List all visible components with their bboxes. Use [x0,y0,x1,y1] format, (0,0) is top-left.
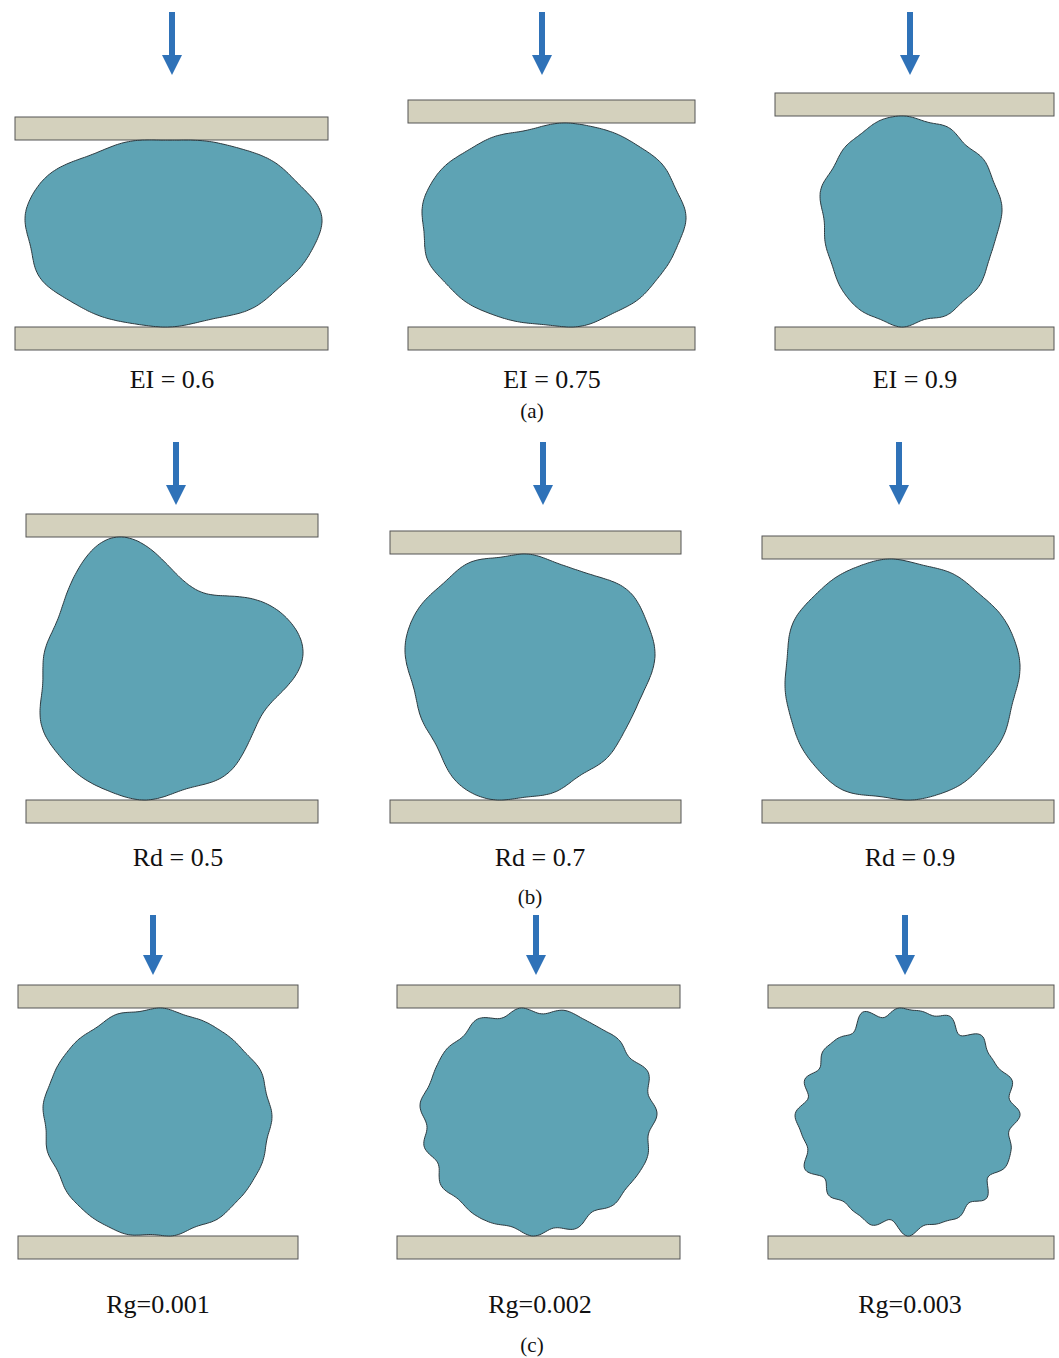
bottom-plate [390,800,681,823]
parameter-label: Rd = 0.5 [133,841,224,875]
bottom-plate [397,1236,680,1259]
bottom-plate [762,800,1054,823]
parameter-label: Rg=0.002 [488,1288,592,1322]
compression-panel [397,915,680,1259]
parameter-label: Rd = 0.7 [495,841,586,875]
load-arrow-head [533,485,553,505]
load-arrow-head [895,955,915,975]
load-arrow-head [162,55,182,75]
particle-shape [420,1008,657,1236]
parameter-label: EI = 0.6 [130,363,215,397]
particle-shape [820,116,1002,327]
parameter-label: EI = 0.9 [873,363,958,397]
load-arrow-shaft [539,12,545,59]
parameter-label: Rg=0.003 [858,1288,962,1322]
top-plate [18,985,298,1008]
compression-panel [762,442,1054,823]
top-plate [768,985,1054,1008]
top-plate [397,985,680,1008]
top-plate [26,514,318,537]
top-plate [390,531,681,554]
compression-panel [390,442,681,823]
panel-letter: (a) [520,397,543,425]
load-arrow-shaft [902,915,908,959]
load-arrow-shaft [150,915,156,959]
top-plate [15,117,328,140]
load-arrow-head [166,485,186,505]
particle-shape [795,1008,1020,1236]
bottom-plate [15,327,328,350]
load-arrow-shaft [896,442,902,489]
compression-panel [18,915,298,1259]
load-arrow-shaft [173,442,179,489]
compression-panel [408,12,695,350]
load-arrow-shaft [907,12,913,59]
panel-letter: (c) [520,1331,543,1358]
load-arrow-head [900,55,920,75]
particle-shape [40,537,303,800]
load-arrow-head [143,955,163,975]
load-arrow-shaft [533,915,539,959]
particle-shape [405,554,655,800]
bottom-plate [408,327,695,350]
top-plate [775,93,1054,116]
bottom-plate [18,1236,298,1259]
parameter-label: Rd = 0.9 [865,841,956,875]
load-arrow-shaft [540,442,546,489]
compression-panel [26,442,318,823]
compression-panel [775,12,1054,350]
particle-shape [422,123,686,327]
parameter-label: Rg=0.001 [106,1288,210,1322]
particle-shape [25,140,322,327]
load-arrow-shaft [169,12,175,59]
particle-shape [785,559,1020,800]
bottom-plate [768,1236,1054,1259]
load-arrow-head [532,55,552,75]
bottom-plate [26,800,318,823]
compression-panel [15,12,328,350]
panel-letter: (b) [518,883,543,911]
top-plate [762,536,1054,559]
compression-panel [768,915,1054,1259]
parameter-label: EI = 0.75 [503,363,601,397]
top-plate [408,100,695,123]
bottom-plate [775,327,1054,350]
particle-shape [43,1008,272,1236]
load-arrow-head [889,485,909,505]
load-arrow-head [526,955,546,975]
